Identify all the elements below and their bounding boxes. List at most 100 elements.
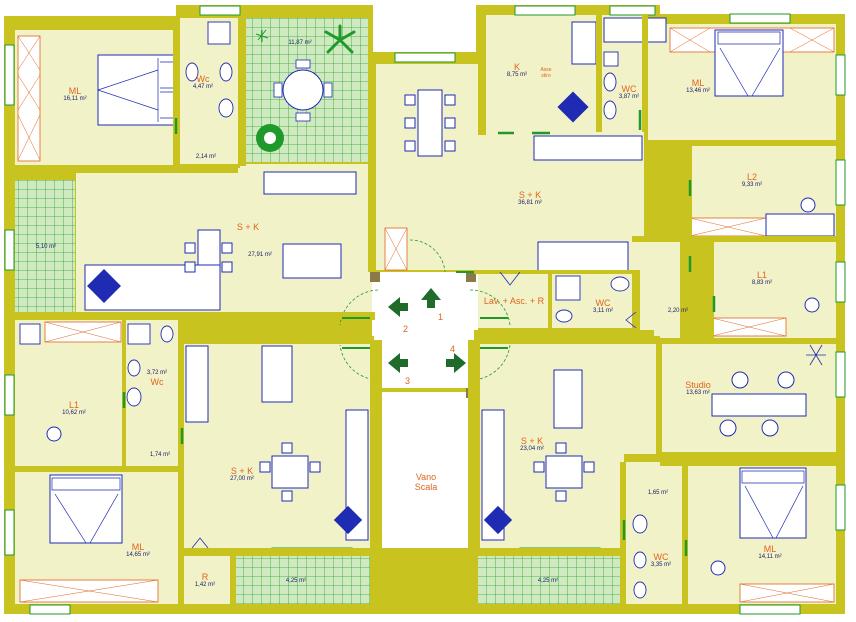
wardrobe-hatching — [17, 27, 835, 603]
room-area: 4,25 m² — [537, 578, 559, 584]
label-sk-nw-area: 27,91 m² — [240, 252, 280, 259]
fern-icon — [255, 29, 269, 42]
room-area: 16,11 m² — [63, 96, 87, 103]
kitchen-counter-ne — [533, 135, 643, 161]
label-corridor-w: 1,74 m² — [144, 452, 176, 459]
partition-walls — [15, 5, 836, 604]
dining-table-ne — [417, 89, 443, 157]
room-name: L2 — [746, 172, 757, 182]
room-corridor-e — [640, 240, 680, 340]
arrow-left-icon — [388, 297, 408, 317]
misc-marks — [191, 271, 826, 549]
terrace-chairs — [273, 59, 333, 122]
arrow-left-icon — [388, 353, 408, 373]
doors — [122, 110, 716, 556]
label-terrace-sw: 4,25 m² — [278, 578, 314, 585]
room-area: 8,75 m² — [506, 72, 528, 79]
room-area: 27,00 m² — [230, 476, 254, 483]
label-terrace-n: 11,87 m² — [282, 40, 318, 47]
table-sw — [271, 455, 309, 489]
room-name: WC — [621, 84, 637, 94]
room-area: 2,14 m² — [195, 154, 217, 160]
room-name: S + K — [520, 436, 544, 446]
sofa-se — [553, 369, 583, 429]
room-name: L1 — [756, 270, 767, 280]
cabinet-l1w — [185, 345, 209, 423]
table-se — [545, 455, 583, 489]
bed-ml-ne — [714, 29, 784, 97]
room-area: 14,11 m² — [758, 554, 782, 561]
room-name: ML — [763, 544, 777, 554]
room-name: WC — [595, 298, 611, 308]
room-name: Wc — [150, 376, 164, 387]
room-area: 10,62 m² — [62, 410, 86, 417]
room-corridor-w — [124, 424, 180, 468]
landing-doors — [342, 271, 508, 349]
sofa-ne — [537, 241, 629, 273]
room-name: Studio — [685, 380, 711, 390]
chairs — [46, 94, 820, 576]
room-name: L1 — [68, 400, 79, 410]
note-asse-stiro: Asse stiro — [540, 67, 552, 79]
room-name: S + K — [518, 190, 542, 200]
terrace-table — [282, 69, 324, 111]
landing-number-2: 2 — [403, 324, 409, 334]
terrace-sw — [234, 556, 370, 604]
room-area: 2,20 m² — [667, 308, 689, 314]
room-area: 13,46 m² — [686, 88, 710, 95]
label-balcony-w: 5,10 m² — [28, 244, 64, 251]
room-name: R — [201, 572, 209, 582]
stair-landing — [372, 272, 478, 388]
label-sk-nw: S + K — [228, 222, 268, 232]
room-r-s — [184, 548, 230, 604]
room-area: 3,35 m² — [650, 562, 672, 569]
kitchen-counter-sw — [345, 409, 369, 541]
label-corridor-e: 2,20 m² — [662, 308, 694, 315]
room-l1-w — [15, 320, 122, 468]
stair-post — [370, 272, 380, 282]
room-name: Vano Scala — [414, 472, 438, 493]
terrace-se — [478, 556, 622, 604]
bathtub-ne — [603, 17, 667, 43]
room-area: 36,81 m² — [518, 200, 542, 207]
label-lav: Lav. + Asc. + R — [478, 296, 550, 306]
label-corridor-nw: 2,14 m² — [188, 154, 224, 161]
room-area: 23,04 m² — [520, 446, 544, 453]
room-area: 4,47 m² — [192, 84, 214, 91]
room-area: 13,63 m² — [686, 390, 710, 397]
label-vano: Vano Scala — [406, 472, 446, 493]
label-corridor-se: 1,65 m² — [642, 490, 674, 497]
room-area: 4,25 m² — [285, 578, 307, 584]
room-area: 3,11 m² — [593, 308, 613, 315]
arrow-right-icon — [446, 353, 466, 373]
room-name: S + K — [230, 466, 254, 476]
room-area: 3,87 m² — [618, 94, 640, 101]
room-corridor-nw — [180, 134, 238, 164]
sofa-nw — [282, 243, 342, 279]
room-area: 1,65 m² — [647, 490, 669, 496]
desk-studio — [711, 393, 807, 417]
bed-ml-sw — [49, 474, 123, 544]
landing-arrows — [388, 288, 466, 373]
stair-post — [466, 272, 476, 282]
room-name: ML — [691, 78, 705, 88]
shower-ne — [571, 21, 597, 65]
label-terrace-se: 4,25 m² — [530, 578, 566, 585]
room-name: S + K — [236, 222, 260, 232]
arrow-up-icon — [421, 288, 441, 308]
landing-number-4: 4 — [450, 344, 456, 354]
sideboard-nw — [263, 171, 357, 195]
bed-ml-nw — [97, 54, 177, 126]
room-area: 1,74 m² — [149, 452, 171, 458]
